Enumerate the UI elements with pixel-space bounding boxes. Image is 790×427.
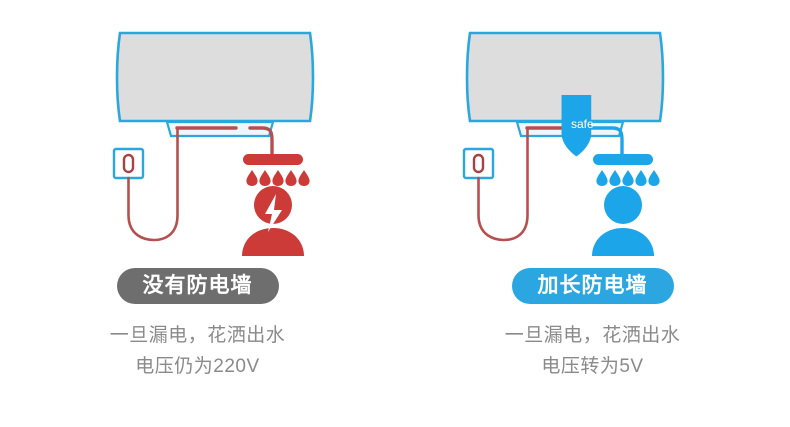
pipe-segment-safe xyxy=(578,126,624,157)
panel-without-electric-wall: 没有防电墙 一旦漏电，花洒出水 电压仍为220V xyxy=(0,0,395,382)
power-cord xyxy=(127,126,179,242)
illustration-without-wall xyxy=(0,0,395,268)
water-droplets xyxy=(596,170,660,186)
wall-outlet xyxy=(112,147,145,180)
outlet-plug-icon xyxy=(122,153,135,174)
water-heater-tank xyxy=(115,31,315,138)
label-pill-with-extended-wall: 加长防电墙 xyxy=(511,268,674,304)
label-pill-without-wall: 没有防电墙 xyxy=(116,268,279,304)
lightning-bolt-icon xyxy=(265,194,282,232)
water-droplets xyxy=(246,170,310,186)
shield-icon: safe xyxy=(561,95,594,157)
wall-outlet xyxy=(462,147,495,180)
shield-badge-label: safe xyxy=(571,117,594,131)
shower-head xyxy=(243,154,310,186)
description-line-2: 电压仍为220V xyxy=(135,356,260,377)
caption-without-wall: 没有防电墙 一旦漏电，花洒出水 电压仍为220V xyxy=(0,268,395,382)
panel-with-extended-wall: safe xyxy=(395,0,790,427)
description-without-wall: 一旦漏电，花洒出水 电压仍为220V xyxy=(110,320,286,382)
illustration-with-extended-wall: safe xyxy=(395,0,790,268)
shower-head xyxy=(593,154,660,186)
power-cord xyxy=(477,126,529,242)
water-pipe-converted xyxy=(525,126,624,157)
water-pipe-danger xyxy=(175,126,274,157)
person-figure-shocked xyxy=(242,186,304,256)
outlet-plug-icon xyxy=(472,153,485,174)
description-with-extended-wall: 一旦漏电，花洒出水 电压转为5V xyxy=(505,320,681,382)
person-figure-safe xyxy=(592,186,654,256)
description-line-1: 一旦漏电，花洒出水 xyxy=(504,325,681,346)
description-line-1: 一旦漏电，花洒出水 xyxy=(109,325,286,346)
description-line-2: 电压转为5V xyxy=(541,356,644,377)
caption-with-extended-wall: 加长防电墙 一旦漏电，花洒出水 电压转为5V xyxy=(395,268,790,382)
